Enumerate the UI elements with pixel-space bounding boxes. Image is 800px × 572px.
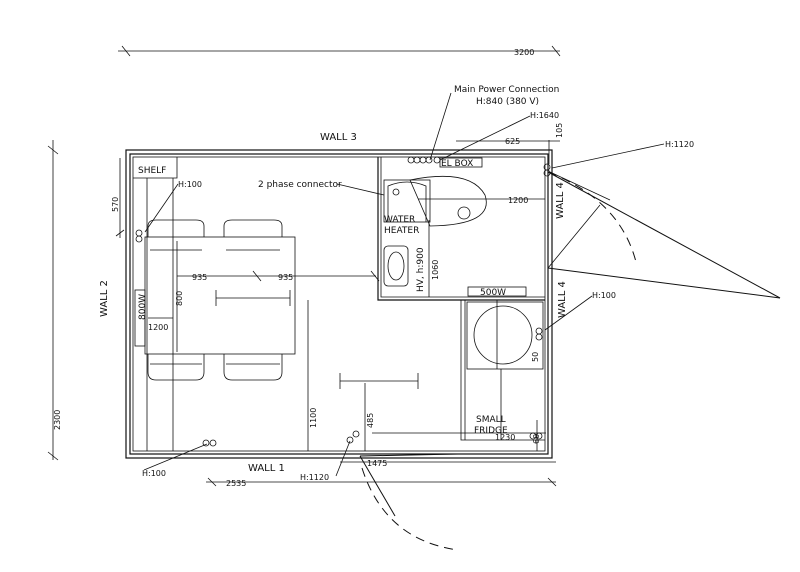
wall-3-label: WALL 3 bbox=[320, 132, 357, 143]
wall-2-label: WALL 2 bbox=[99, 280, 110, 317]
doors bbox=[359, 171, 781, 551]
h1120-bottom-label: H:1120 bbox=[300, 473, 329, 482]
dimension-lines bbox=[47, 45, 561, 487]
h1640-label: H:1640 bbox=[530, 111, 559, 120]
sockets bbox=[135, 156, 551, 447]
wall-1-label: WALL 1 bbox=[248, 463, 285, 474]
dim-1200-table: 1200 bbox=[148, 323, 168, 332]
dim-1475: 1475 bbox=[367, 459, 387, 468]
dim-935-b: 935 bbox=[278, 273, 293, 282]
dim-105: 105 bbox=[555, 123, 564, 138]
two-phase-connector-label: 2 phase connector bbox=[258, 180, 342, 190]
dim-1060: 1060 bbox=[431, 260, 440, 280]
dim-570: 570 bbox=[111, 197, 120, 212]
dim-1230: 1230 bbox=[495, 433, 515, 442]
main-power-label-line1: Main Power Connection bbox=[454, 85, 559, 95]
dining-table bbox=[134, 219, 419, 389]
water-heater-label-line2: HEATER bbox=[384, 226, 419, 236]
dim-935-a: 935 bbox=[192, 273, 207, 282]
heater-800w-label: 800W bbox=[138, 294, 148, 320]
partitions bbox=[133, 157, 545, 451]
h100-right-label: H:100 bbox=[592, 291, 616, 300]
leader-lines bbox=[143, 92, 665, 477]
dim-485: 485 bbox=[366, 413, 375, 428]
dim-60: 60 bbox=[532, 434, 541, 444]
el-box-label: EL BOX bbox=[441, 159, 473, 169]
heater-500w-label: 500W bbox=[480, 288, 506, 298]
dim-800: 800 bbox=[175, 291, 184, 306]
h100-bottom-label: H:100 bbox=[142, 469, 166, 478]
dim-overall-width: 2300 bbox=[53, 410, 62, 430]
wall-4-lower-label: WALL 4 bbox=[557, 281, 568, 318]
dim-50: 50 bbox=[531, 352, 540, 362]
small-fridge-label-line1: SMALL bbox=[476, 415, 506, 425]
dim-1100: 1100 bbox=[309, 408, 318, 428]
wall-4-upper-label: WALL 4 bbox=[555, 182, 566, 219]
h1120-top-label: H:1120 bbox=[665, 140, 694, 149]
outer-walls bbox=[125, 149, 553, 459]
hv-h900-label: HV, h:900 bbox=[416, 247, 426, 292]
water-heater-label-line1: WATER bbox=[384, 215, 415, 225]
dim-2535: 2535 bbox=[226, 479, 246, 488]
main-power-label-line2: H:840 (380 V) bbox=[476, 97, 539, 107]
dim-overall-length: 3200 bbox=[514, 48, 534, 57]
dim-625: 625 bbox=[505, 137, 520, 146]
small-fridge-label-line2: FRIDGE bbox=[474, 426, 508, 436]
shelf-label: SHELF bbox=[138, 166, 166, 176]
h100-topleft-label: H:100 bbox=[178, 180, 202, 189]
bathroom-fixtures bbox=[383, 157, 533, 365]
dim-1200-bath: 1200 bbox=[508, 196, 528, 205]
